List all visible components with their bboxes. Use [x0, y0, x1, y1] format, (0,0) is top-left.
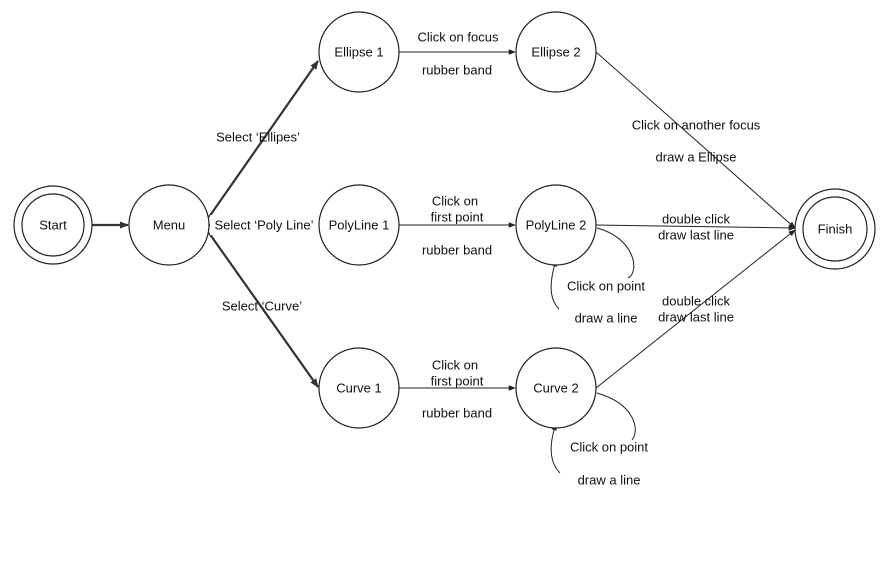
- self-loop-curve2-return: [550, 423, 561, 474]
- node-ellipse2-label: Ellipse 2: [531, 45, 580, 60]
- node-polyline1: PolyLine 1: [318, 184, 400, 266]
- edge-curve2-finish: [595, 229, 796, 389]
- label-curve-first-point: first point: [431, 374, 484, 389]
- label-ellipse-click-another: Click on another focus: [632, 118, 761, 133]
- node-polyline2-label: PolyLine 2: [526, 218, 587, 233]
- label-select-ellipse: Select ‘Ellipes’: [216, 130, 300, 145]
- node-start: Start: [13, 185, 93, 265]
- node-curve2-label: Curve 2: [533, 381, 579, 396]
- node-curve1-label: Curve 1: [336, 381, 382, 396]
- node-ellipse1: Ellipse 1: [318, 11, 400, 93]
- label-ellipse-click-focus: Click on focus: [418, 30, 499, 45]
- label-ellipse-rubber-band: rubber band: [422, 63, 492, 78]
- label-curve-click-on: Click on: [432, 358, 478, 373]
- edge-menu-curve1: [208, 232, 319, 388]
- node-polyline2: PolyLine 2: [515, 184, 597, 266]
- label-curve-loop-click: Click on point: [570, 440, 648, 455]
- node-menu: Menu: [128, 184, 210, 266]
- label-poly-first-point: first point: [431, 210, 484, 225]
- node-ellipse2: Ellipse 2: [515, 11, 597, 93]
- self-loop-curve2: [596, 392, 636, 441]
- node-finish-label: Finish: [818, 222, 853, 237]
- self-loop-polyline2: [596, 227, 635, 279]
- node-menu-label: Menu: [153, 218, 186, 233]
- edge-ellipse2-finish: [595, 51, 796, 229]
- label-select-curve: Select ‘Curve’: [222, 299, 302, 314]
- label-curve-double-click: double click: [662, 294, 730, 309]
- node-start-label: Start: [39, 218, 67, 233]
- label-poly-click-on: Click on: [432, 194, 478, 209]
- label-poly-draw-last: draw last line: [658, 228, 734, 243]
- edge-polyline2-finish: [595, 224, 796, 231]
- edge-menu-ellipse1: [208, 60, 319, 218]
- label-select-polyline: Select ‘Poly Line’: [215, 218, 314, 233]
- label-curve-rubber-band: rubber band: [422, 406, 492, 421]
- label-poly-loop-click: Click on point: [567, 279, 645, 294]
- label-select-polyline-bg: [210, 215, 318, 235]
- label-ellipse-draw: draw a Ellipse: [656, 150, 737, 165]
- label-curve-loop-draw: draw a line: [578, 473, 641, 488]
- node-curve2: Curve 2: [515, 347, 597, 429]
- node-polyline1-label: PolyLine 1: [329, 218, 390, 233]
- node-finish: Finish: [794, 188, 876, 270]
- label-poly-loop-draw: draw a line: [575, 311, 638, 326]
- label-curve-draw-last: draw last line: [658, 310, 734, 325]
- node-curve1: Curve 1: [318, 347, 400, 429]
- label-poly-double-click: double click: [662, 212, 730, 227]
- label-poly-rubber-band: rubber band: [422, 243, 492, 258]
- node-ellipse1-label: Ellipse 1: [334, 45, 383, 60]
- self-loop-polyline2-return: [550, 259, 560, 310]
